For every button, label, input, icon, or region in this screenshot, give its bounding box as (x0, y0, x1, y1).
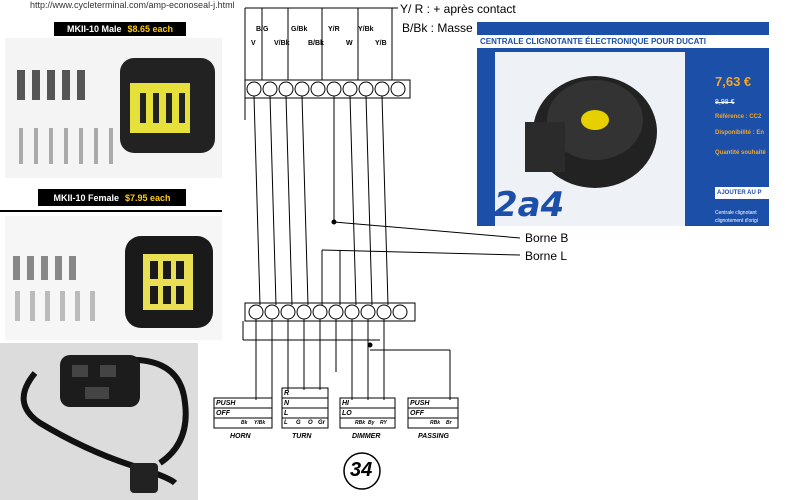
wire-label: B/G (256, 26, 269, 33)
add-to-cart-button[interactable]: AJOUTER AU P (715, 187, 769, 199)
dimmer-wire: By (368, 420, 375, 426)
zoom-caption: Survoler l'image pour zoomer (508, 226, 574, 232)
horn-name: HORN (230, 433, 251, 440)
female-connector-bar: MKII-10 Female $7.95 each (38, 189, 186, 206)
shop-old-price: 8,98 € (715, 99, 735, 106)
horn-row: OFF (216, 410, 230, 417)
turn-name: TURN (292, 433, 312, 440)
horn-wire: Bk (241, 420, 248, 426)
wire-label: V/Bk (274, 40, 290, 47)
switch-photo-icon (20, 355, 189, 493)
passing-row: PUSH (410, 400, 430, 407)
handlebar-switch-photo (0, 343, 198, 500)
turn-row: N (284, 400, 290, 407)
female-connector-photo (5, 216, 222, 340)
turn-wire: G (296, 420, 301, 426)
passing-wire: RBk (430, 420, 441, 426)
wire-label: V (251, 40, 256, 47)
passing-wire: Br (446, 420, 452, 426)
connector-male-icon (17, 58, 215, 164)
dimmer-name: DIMMER (352, 433, 381, 440)
turn-wire: Gr (318, 420, 326, 426)
borne-b-label: Borne B (525, 231, 569, 245)
note-bbk: B/Bk : Masse (402, 21, 473, 35)
male-connector-photo (5, 38, 222, 178)
wire-label: Y/R (328, 26, 340, 33)
wire-label: G/Bk (291, 26, 308, 33)
shop-qty: Quantité souhaité (715, 150, 766, 156)
dimmer-row: HI (342, 400, 349, 407)
shop-panel: CENTRALE CLIGNOTANTE ÉLECTRONIQUE POUR D… (477, 22, 769, 226)
note-yr: Y/ R : + après contact (400, 2, 516, 16)
flasher-photo[interactable] (495, 52, 685, 226)
male-connector-label: MKII-10 Male (66, 24, 122, 34)
shop-ref: Référence : CC2 (715, 114, 762, 120)
connector-female-icon (13, 236, 213, 328)
borne-l-label: Borne L (525, 249, 568, 263)
dimmer-wire: RBk (355, 420, 366, 426)
shop-note: Centrale clignotant (715, 210, 757, 216)
horn-row: PUSH (216, 400, 236, 407)
wire-label: W (346, 40, 353, 47)
wire-label: B/Bk (308, 40, 324, 47)
turn-row: L (284, 410, 289, 417)
dimmer-row: LO (342, 410, 352, 417)
passing-row: OFF (410, 410, 424, 417)
brand-logo: 2a4 (494, 185, 565, 225)
wire-label: Y/B (375, 40, 387, 47)
lower-terminals (248, 304, 408, 320)
shop-dispo: Disponibilité : En (715, 130, 764, 136)
upper-terminals (246, 81, 406, 97)
female-connector-price: $7.95 each (124, 192, 171, 203)
turn-wire: O (308, 420, 313, 426)
shop-note: Aucun point de fidélit (715, 194, 762, 200)
male-connector-price: $8.65 each (127, 24, 174, 34)
flasher-relay-icon (525, 76, 657, 188)
shop-title: CENTRALE CLIGNOTANTE ÉLECTRONIQUE POUR D… (477, 35, 769, 48)
turn-row: R (284, 390, 290, 397)
page-number: 34 (350, 459, 373, 481)
dimmer-wire: RY (380, 420, 387, 426)
passing-name: PASSING (418, 433, 449, 440)
shop-note: clignotement d'origi (715, 218, 758, 224)
source-url[interactable]: http://www.cycleterminal.com/amp-econose… (30, 0, 235, 10)
female-connector-label: MKII-10 Female (53, 192, 119, 203)
turn-wire: L (284, 420, 288, 426)
male-connector-bar: MKII-10 Male $8.65 each (54, 22, 186, 36)
horn-wire: Y/Bk (254, 420, 266, 426)
shop-price: 7,63 € (715, 74, 752, 89)
wire-label: Y/Bk (358, 26, 374, 33)
divider (0, 210, 222, 212)
